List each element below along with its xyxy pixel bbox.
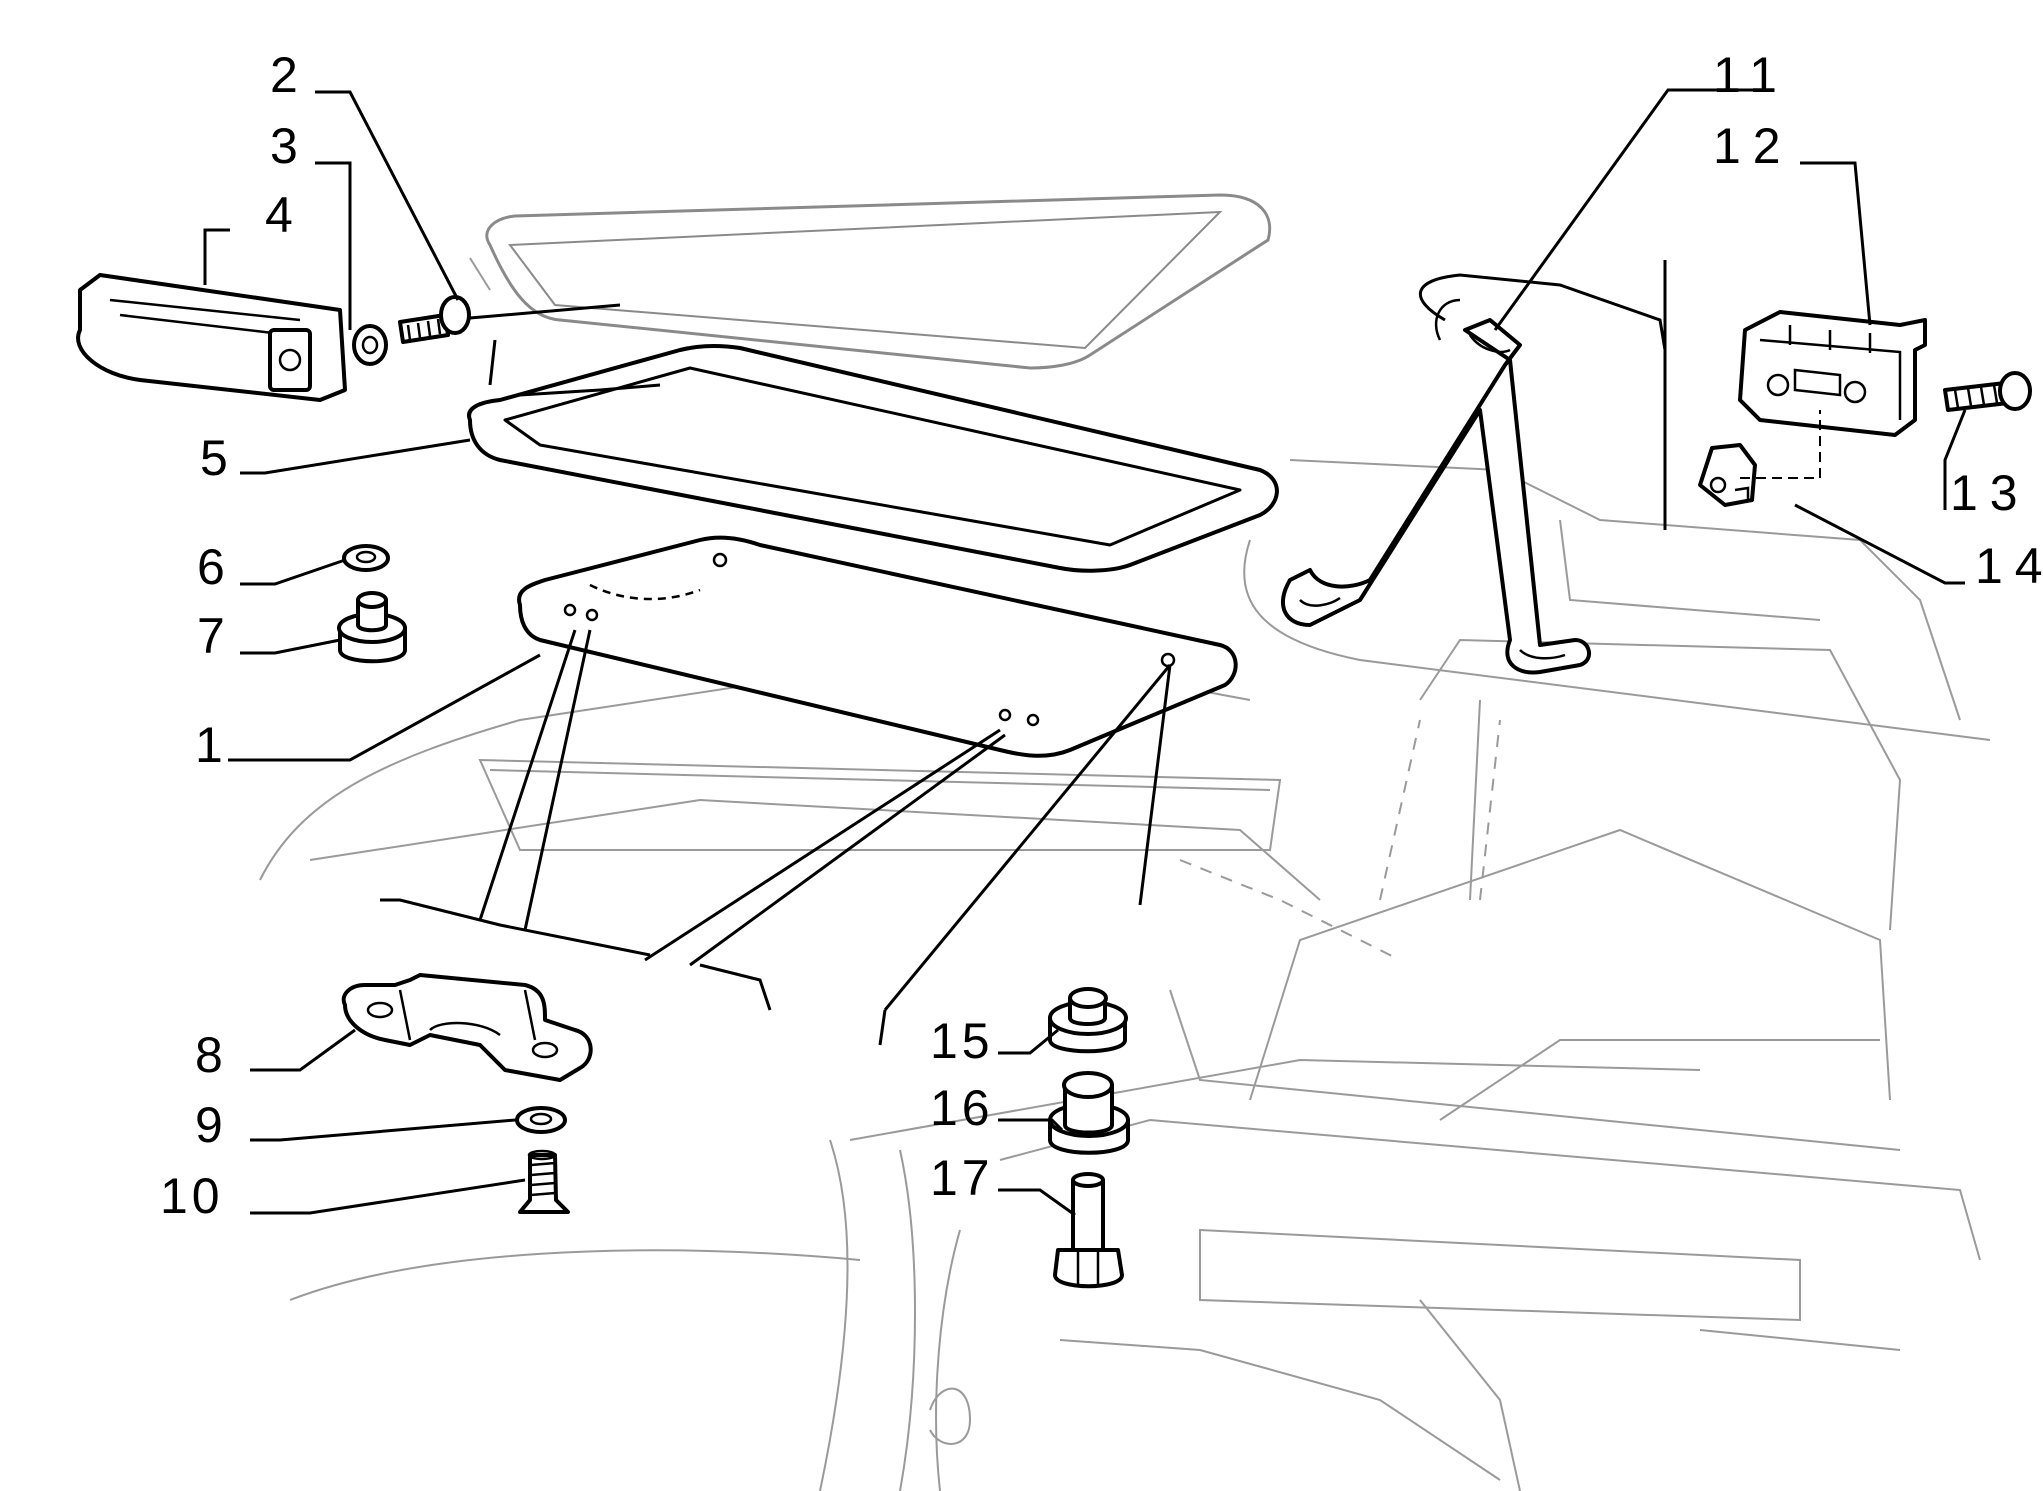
vehicle-body-outline: [259, 193, 1991, 1491]
callout-11: 11: [1713, 47, 1789, 103]
callout-10: 10: [160, 1168, 224, 1224]
part-8-bracket: [341, 973, 593, 1082]
part-6-washer: [342, 544, 390, 572]
callout-6: 6: [197, 539, 229, 595]
callout-labels: 2 3 4 5 6 7 1 8 9 10 15 16 17 11 12 13 1…: [160, 47, 2043, 1224]
callout-5: 5: [200, 430, 232, 486]
part-12-block: [1738, 310, 1927, 437]
callout-3: 3: [270, 118, 302, 174]
leader-lines: [203, 88, 1967, 1217]
callout-15: 15: [930, 1013, 994, 1069]
callout-8: 8: [195, 1027, 227, 1083]
callout-2: 2: [270, 47, 302, 103]
callout-16: 16: [930, 1080, 994, 1136]
part-10-screw: [518, 1149, 570, 1214]
part-5-seal: [467, 343, 1279, 573]
part-3-washer: [352, 324, 388, 366]
part-4-handle-trim: [76, 273, 347, 402]
callout-1: 1: [195, 717, 227, 773]
part-7-stud: [337, 591, 407, 664]
callout-13: 13: [1950, 465, 2030, 521]
callout-17: 17: [930, 1150, 994, 1206]
callout-14: 14: [1975, 538, 2043, 594]
part-2-screw: [398, 295, 471, 344]
callout-12: 12: [1713, 118, 1793, 174]
part-14-clip: [1698, 443, 1757, 507]
part-1-panel: [517, 535, 1238, 758]
part-9-washer: [515, 1106, 567, 1134]
part-17-bolt: [1053, 1172, 1124, 1289]
callout-4: 4: [265, 187, 297, 243]
callout-9: 9: [195, 1097, 227, 1153]
part-13-screw: [1943, 371, 2032, 412]
part-16-bush: [1048, 1071, 1130, 1155]
callout-7: 7: [197, 608, 229, 664]
part-15-grommet: [1048, 987, 1128, 1054]
part-11-strap: [1280, 298, 1591, 675]
fastener-leader-lines: [380, 303, 1172, 1046]
